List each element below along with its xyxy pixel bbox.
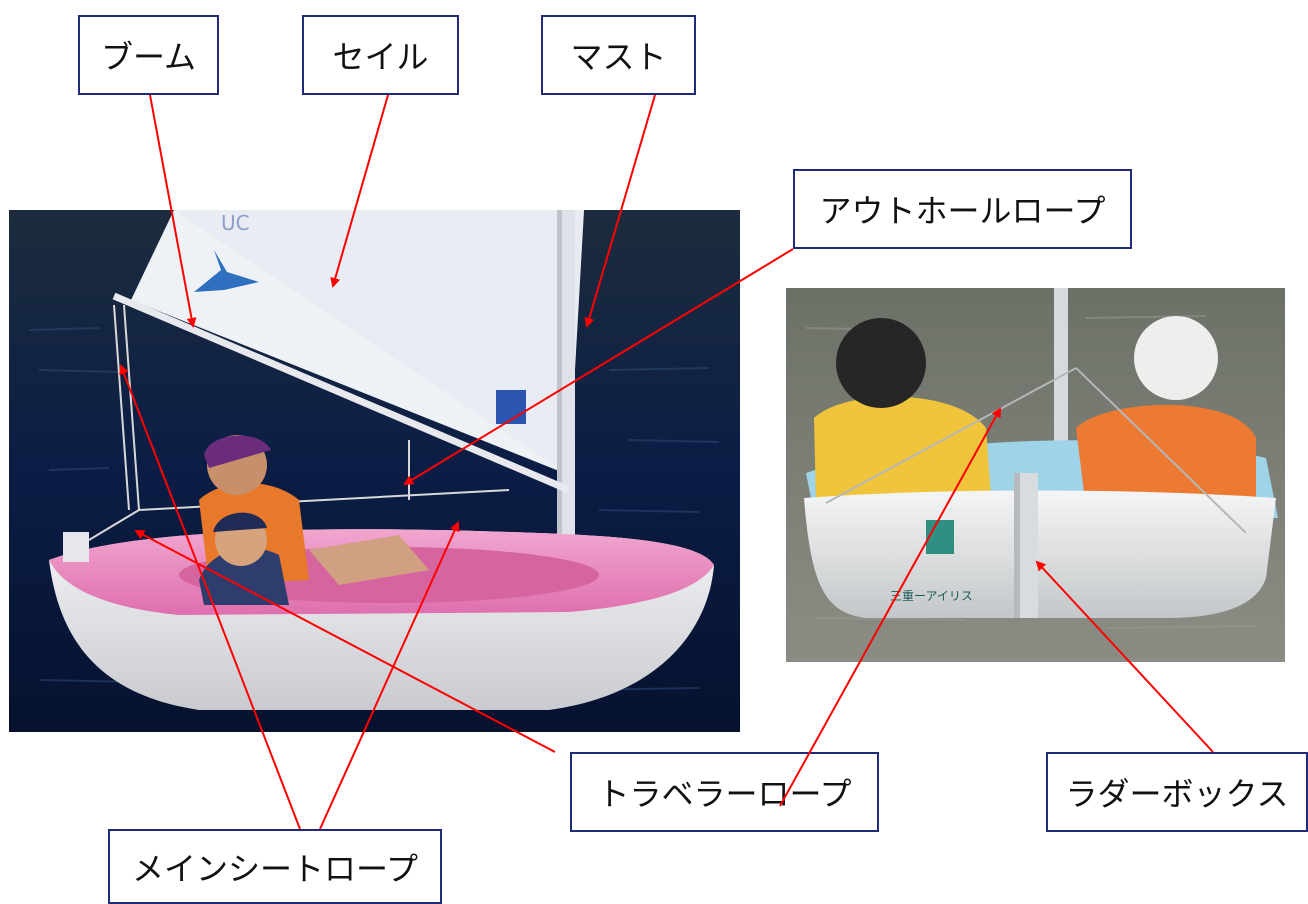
sail-mark-text: UC	[221, 211, 250, 235]
label-sail: セイル	[302, 15, 459, 95]
label-rudder-box: ラダーボックス	[1046, 752, 1308, 832]
label-boom: ブーム	[78, 15, 219, 95]
hull-brand-text: 三重ーアイリス	[890, 589, 973, 603]
rudder-view-photo: 三重ーアイリス	[786, 288, 1285, 662]
label-mast: マスト	[541, 15, 696, 95]
label-mainsheet-rope: メインシートロープ	[108, 829, 442, 904]
label-traveler-rope: トラベラーロープ	[570, 752, 879, 832]
sailboat-photo: UC	[9, 210, 740, 732]
label-outhaul-rope: アウトホールロープ	[793, 169, 1132, 249]
